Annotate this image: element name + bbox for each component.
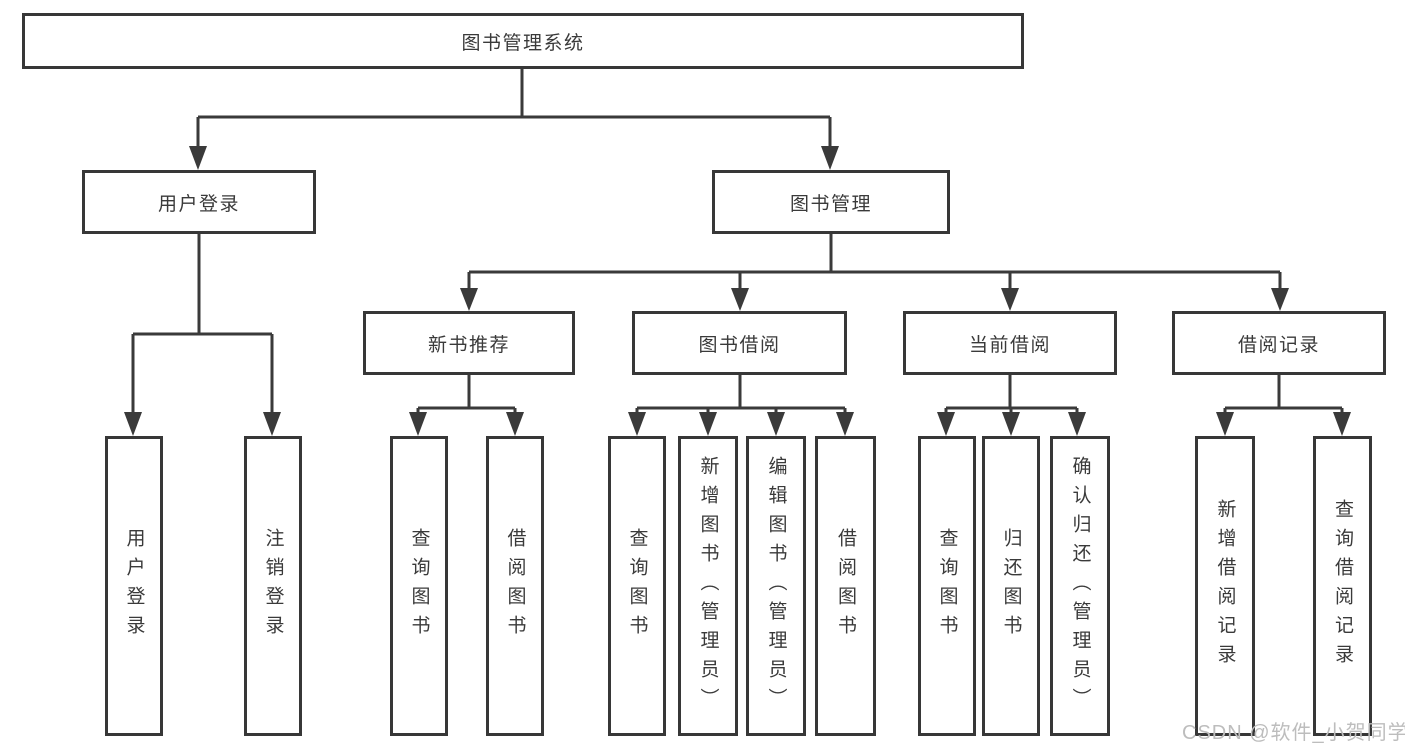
node-book-borrow-label: 图书借阅 bbox=[698, 334, 781, 356]
leaf-add-book-admin: 新增图书（管理员） bbox=[678, 436, 738, 736]
node-user-login: 用户登录 bbox=[82, 170, 316, 234]
leaf-newbook-query-label: 查询图书 bbox=[408, 528, 430, 644]
leaf-current-query: 查询图书 bbox=[918, 436, 976, 736]
node-new-book-recommend-label: 新书推荐 bbox=[427, 334, 510, 356]
node-book-borrow: 图书借阅 bbox=[632, 311, 847, 375]
leaf-add-book-admin-label: 新增图书（管理员） bbox=[697, 455, 719, 717]
node-current-borrow: 当前借阅 bbox=[903, 311, 1117, 375]
leaf-confirm-return-admin-label: 确认归还（管理员） bbox=[1069, 455, 1091, 717]
leaf-add-borrow-record: 新增借阅记录 bbox=[1195, 436, 1255, 736]
leaf-logout: 注销登录 bbox=[244, 436, 302, 736]
leaf-user-login-label: 用户登录 bbox=[123, 528, 145, 644]
leaf-current-query-label: 查询图书 bbox=[936, 528, 958, 644]
leaf-query-borrow-record: 查询借阅记录 bbox=[1313, 436, 1372, 736]
leaf-user-login: 用户登录 bbox=[105, 436, 163, 736]
node-book-management: 图书管理 bbox=[712, 170, 950, 234]
node-borrow-records: 借阅记录 bbox=[1172, 311, 1386, 375]
leaf-newbook-borrow-label: 借阅图书 bbox=[504, 528, 526, 644]
node-new-book-recommend: 新书推荐 bbox=[363, 311, 575, 375]
node-user-login-label: 用户登录 bbox=[157, 193, 240, 215]
leaf-edit-book-admin: 编辑图书（管理员） bbox=[746, 436, 806, 736]
leaf-borrow-book-label: 借阅图书 bbox=[835, 528, 856, 644]
leaf-confirm-return-admin: 确认归还（管理员） bbox=[1050, 436, 1110, 736]
leaf-edit-book-admin-label: 编辑图书（管理员） bbox=[765, 455, 787, 717]
leaf-borrow-query: 查询图书 bbox=[608, 436, 666, 736]
leaf-newbook-query: 查询图书 bbox=[390, 436, 448, 736]
leaf-newbook-borrow: 借阅图书 bbox=[486, 436, 544, 736]
node-book-management-label: 图书管理 bbox=[789, 193, 872, 215]
leaf-logout-label: 注销登录 bbox=[262, 528, 284, 644]
node-library-system-label: 图书管理系统 bbox=[461, 32, 585, 54]
leaf-return-book: 归还图书 bbox=[982, 436, 1040, 736]
leaf-borrow-book: 借阅图书 bbox=[815, 436, 876, 736]
node-current-borrow-label: 当前借阅 bbox=[968, 334, 1051, 356]
leaf-add-borrow-record-label: 新增借阅记录 bbox=[1214, 499, 1236, 673]
leaf-borrow-query-label: 查询图书 bbox=[626, 528, 648, 644]
leaf-return-book-label: 归还图书 bbox=[1000, 528, 1022, 644]
leaf-query-borrow-record-label: 查询借阅记录 bbox=[1332, 499, 1353, 673]
node-borrow-records-label: 借阅记录 bbox=[1237, 334, 1320, 356]
csdn-watermark: CSDN @软件_小贺同学 bbox=[1182, 722, 1405, 744]
node-library-system: 图书管理系统 bbox=[22, 13, 1024, 69]
